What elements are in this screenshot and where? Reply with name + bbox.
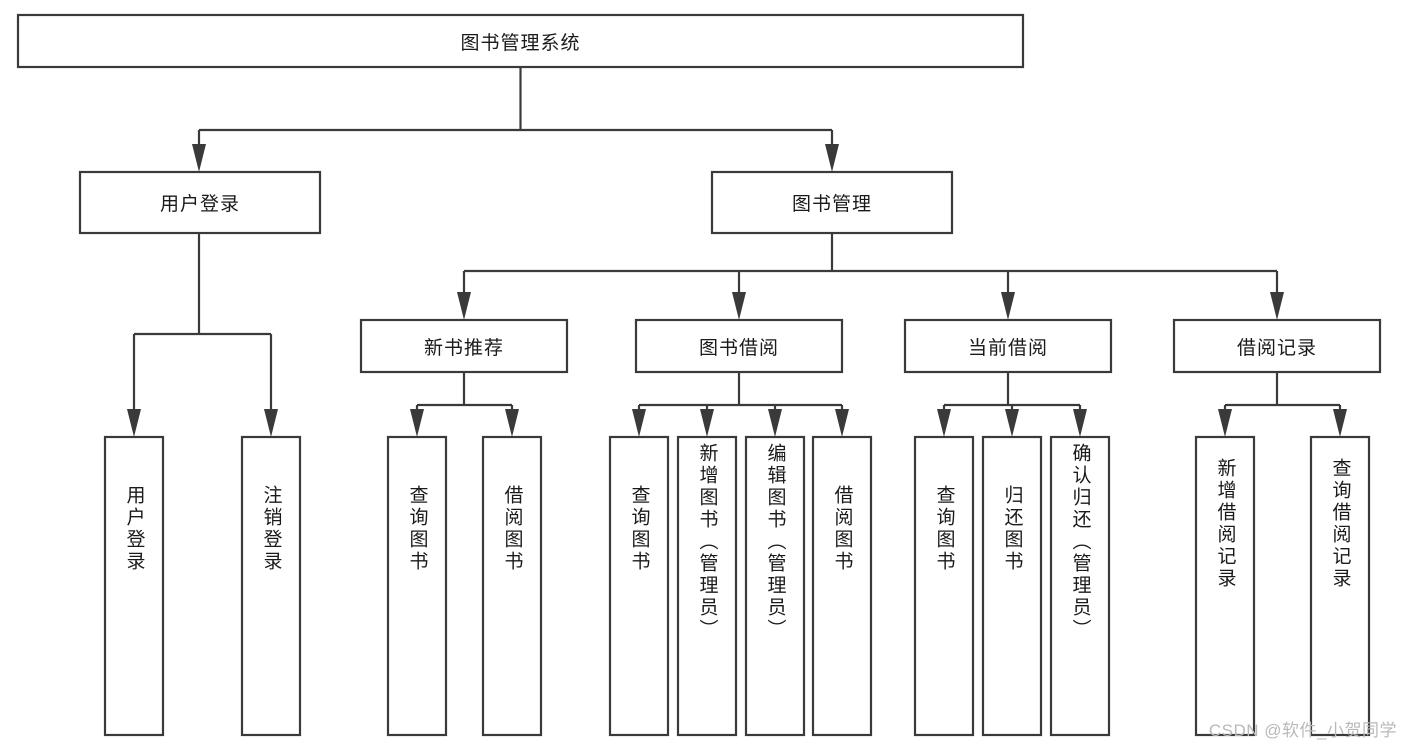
leaf-box-newbook-2[interactable] bbox=[481, 435, 543, 737]
arrow-bookborrow-leaf-2 bbox=[700, 409, 714, 437]
arrow-user-login-leaf-2 bbox=[264, 409, 278, 437]
leaf-box-newbook-1[interactable] bbox=[386, 435, 448, 737]
leaf-box-user-login-2[interactable] bbox=[240, 435, 302, 737]
node-new-book-recommend-box[interactable] bbox=[359, 318, 569, 374]
node-user-login-box[interactable] bbox=[78, 170, 322, 235]
leaf-box-borrowrecord-2[interactable] bbox=[1309, 435, 1371, 737]
leaf-box-bookborrow-3[interactable] bbox=[744, 435, 806, 737]
arrow-book-manage-child-3 bbox=[1001, 292, 1015, 320]
node-book-manage-box[interactable] bbox=[710, 170, 954, 235]
leaf-box-user-login-1[interactable] bbox=[103, 435, 165, 737]
arrow-borrowrecord-leaf-2 bbox=[1333, 409, 1347, 437]
arrow-newbook-leaf-1 bbox=[410, 409, 424, 437]
arrow-currentborrow-leaf-2 bbox=[1005, 409, 1019, 437]
connector-group-book-borrow bbox=[632, 372, 849, 437]
node-current-borrow-box[interactable] bbox=[903, 318, 1113, 374]
arrow-book-manage-child-2 bbox=[732, 292, 746, 320]
connector-group-root bbox=[192, 67, 839, 172]
arrow-newbook-leaf-2 bbox=[505, 409, 519, 437]
arrow-user-login-leaf-1 bbox=[127, 409, 141, 437]
arrow-bookborrow-leaf-1 bbox=[632, 409, 646, 437]
arrow-currentborrow-leaf-1 bbox=[937, 409, 951, 437]
connector-group-user-login bbox=[127, 233, 278, 437]
node-borrow-record-box[interactable] bbox=[1172, 318, 1382, 374]
leaf-box-bookborrow-1[interactable] bbox=[608, 435, 670, 737]
arrow-borrowrecord-leaf-1 bbox=[1218, 409, 1232, 437]
arrow-book-manage-child-4 bbox=[1270, 292, 1284, 320]
leaf-box-currentborrow-1[interactable] bbox=[913, 435, 975, 737]
connector-group-new-book-recommend bbox=[410, 372, 519, 437]
arrow-root-to-user-login bbox=[192, 144, 206, 172]
arrow-book-manage-child-1 bbox=[457, 292, 471, 320]
leaf-box-currentborrow-3[interactable] bbox=[1049, 435, 1111, 737]
node-book-borrow-box[interactable] bbox=[634, 318, 844, 374]
arrow-root-to-book-manage bbox=[825, 144, 839, 172]
connector-group-borrow-record bbox=[1218, 372, 1347, 437]
connector-group-current-borrow bbox=[937, 372, 1087, 437]
arrow-bookborrow-leaf-3 bbox=[768, 409, 782, 437]
node-root-box[interactable] bbox=[16, 13, 1025, 69]
leaf-box-bookborrow-4[interactable] bbox=[811, 435, 873, 737]
arrow-bookborrow-leaf-4 bbox=[835, 409, 849, 437]
connector-group-book-manage bbox=[457, 233, 1284, 320]
leaf-box-borrowrecord-1[interactable] bbox=[1194, 435, 1256, 737]
leaf-box-currentborrow-2[interactable] bbox=[981, 435, 1043, 737]
leaf-box-bookborrow-2[interactable] bbox=[676, 435, 738, 737]
arrow-currentborrow-leaf-3 bbox=[1073, 409, 1087, 437]
